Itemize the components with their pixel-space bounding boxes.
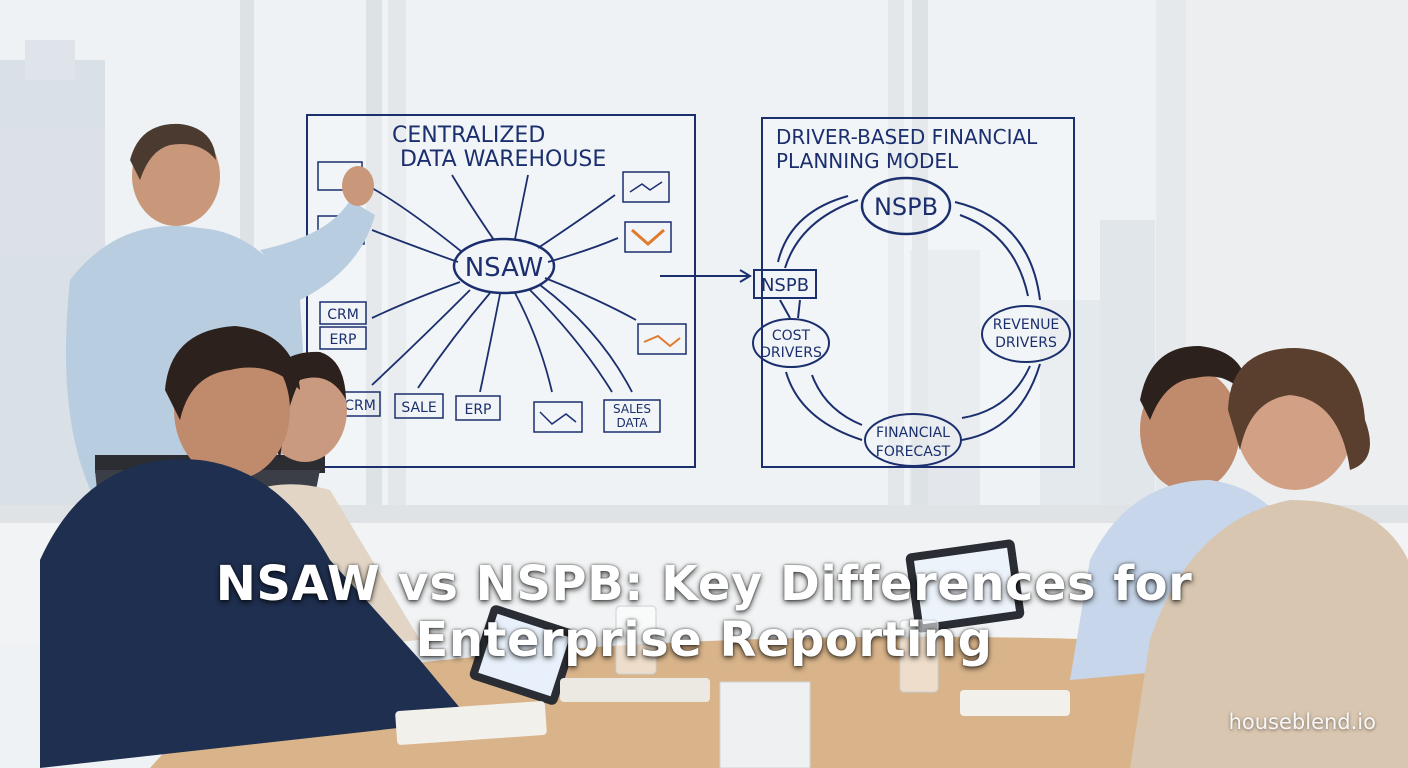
wb-left-title-2: DATA WAREHOUSE: [400, 147, 606, 172]
water-glasses: [615, 605, 939, 693]
headline-line-2: Enterprise Reporting: [415, 612, 993, 668]
node-erp-1: ERP: [329, 332, 356, 348]
wb-left-title-1: CENTRALIZED: [392, 123, 545, 148]
whiteboard-right: DRIVER-BASED FINANCIAL PLANNING MODEL NS…: [752, 117, 1075, 468]
cycle-arrows: [777, 195, 1041, 441]
financial-forecast-2: FORECAST: [876, 444, 951, 460]
chart-icon: [637, 323, 687, 355]
cost-drivers-2: DRIVERS: [760, 345, 822, 361]
tablet-left: [469, 605, 579, 705]
line-chart-icon: [533, 401, 583, 433]
nsaw-hub-label: NSAW: [465, 253, 544, 283]
nsaw-hub-ellipse: [452, 237, 556, 295]
hub-spokes: [371, 174, 637, 393]
headline-title: NSAW vs NSPB: Key Differences for Enterp…: [0, 556, 1408, 668]
cost-drivers-1: COST: [772, 328, 811, 344]
node-crm-1: CRM: [327, 307, 359, 323]
whiteboard-left: CENTRALIZED DATA WAREHOUSE NSAW: [306, 114, 696, 468]
revenue-drivers-1: REVENUE: [993, 317, 1060, 333]
notebook: [560, 678, 710, 702]
node-sales-data-2: DATA: [617, 416, 649, 430]
nspb-top-node: NSPB: [874, 193, 938, 221]
node-sales-data-1: SALES: [613, 402, 651, 416]
node-crm-2: CRM: [344, 398, 376, 414]
line-chart-icon: [622, 171, 670, 203]
headline-line-1: NSAW vs NSPB: Key Differences for: [215, 556, 1193, 612]
nspb-left-node: NSPB: [761, 275, 809, 296]
seated-woman-right: [1130, 348, 1408, 768]
seated-man-left: [40, 326, 470, 768]
node-sale: SALE: [401, 400, 436, 416]
revenue-drivers-2: DRIVERS: [995, 335, 1057, 351]
cable-tray: [719, 681, 811, 768]
tablet-right: [905, 539, 1025, 633]
financial-forecast-1: FINANCIAL: [876, 425, 950, 441]
notebook: [395, 701, 547, 745]
node-erp-2: ERP: [464, 402, 491, 418]
wb-right-title-2: PLANNING MODEL: [776, 149, 959, 173]
watermark: houseblend.io: [1228, 710, 1376, 734]
wb-right-title-1: DRIVER-BASED FINANCIAL: [776, 125, 1038, 149]
notebook: [960, 690, 1070, 716]
chart-icon: [624, 221, 672, 253]
